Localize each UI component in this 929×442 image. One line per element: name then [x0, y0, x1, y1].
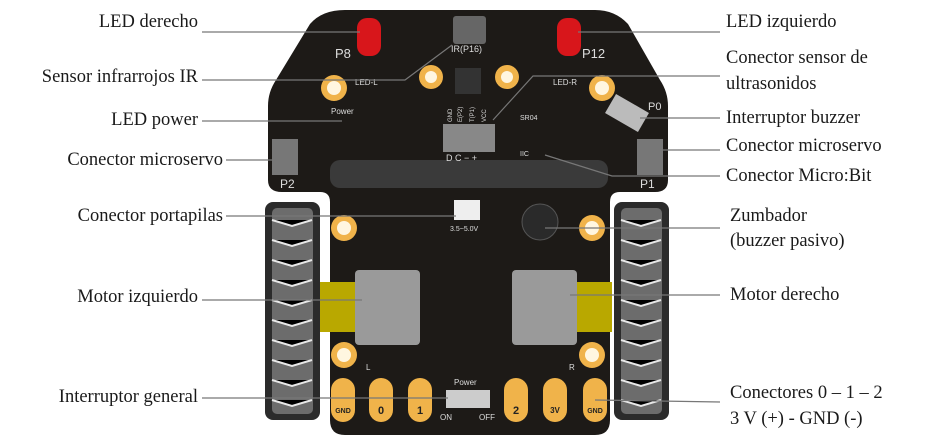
battery-connector — [454, 200, 480, 220]
silk-sr-t: T(P1) — [470, 107, 476, 122]
silk-p0: P0 — [648, 101, 661, 113]
silk-sr-e: E(P2) — [458, 107, 464, 122]
leader-lines — [202, 31, 721, 403]
label-sensor-ir: Sensor infrarrojos IR — [41, 67, 198, 87]
sr04-header — [443, 124, 495, 152]
silk-power: Power — [331, 107, 354, 116]
wheel-right — [614, 202, 669, 420]
microbit-slot — [330, 160, 608, 188]
silk-l: L — [366, 363, 371, 372]
silk-led-l: LED-L — [355, 78, 378, 87]
motor-left — [355, 270, 420, 345]
label-microservo-right: Conector microservo — [726, 136, 882, 156]
pad-2: 2 — [513, 405, 519, 417]
buzzer — [521, 203, 559, 241]
label-motor-derecho: Motor derecho — [730, 285, 840, 305]
silk-led-r: LED-R — [553, 78, 577, 87]
silk-sr04: SR04 — [520, 115, 538, 122]
pad-gnd-right: GND — [587, 408, 603, 415]
pad-0: 0 — [378, 405, 384, 417]
silk-r: R — [569, 363, 575, 372]
silk-power-switch: Power — [454, 378, 477, 387]
servo-header-right — [637, 139, 663, 175]
pad-3v: 3V — [550, 406, 560, 415]
label-led-power: LED power — [111, 110, 198, 130]
label-conectores: Conectores 0 – 1 – 2 — [730, 383, 883, 403]
silk-iic-pins: D C − + — [446, 153, 477, 163]
label-ultrasonidos-1: Conector sensor de — [726, 48, 868, 68]
label-interruptor-buzzer: Interruptor buzzer — [726, 108, 861, 128]
buzzer-switch — [605, 93, 649, 133]
silk-p2: P2 — [280, 177, 295, 191]
label-ultrasonidos-2: ultrasonidos — [726, 74, 817, 94]
wheel-left — [265, 202, 320, 420]
label-microservo-left: Conector microservo — [67, 150, 223, 170]
silk-on: ON — [440, 413, 452, 422]
silk-p8: P8 — [335, 46, 351, 61]
label-microbit: Conector Micro:Bit — [726, 166, 872, 186]
silk-ir: IR(P16) — [451, 44, 482, 54]
silk-p1: P1 — [640, 177, 655, 191]
label-zumbador: Zumbador — [730, 206, 808, 226]
label-led-derecho: LED derecho — [98, 12, 198, 32]
label-motor-izquierdo: Motor izquierdo — [77, 287, 198, 307]
silk-voltage: 3.5~5.0V — [450, 226, 479, 233]
silk-off: OFF — [479, 413, 495, 422]
led-left-red — [357, 18, 381, 56]
pad-gnd-left: GND — [335, 408, 351, 415]
ir-receiver — [453, 16, 486, 44]
label-interruptor-general: Interruptor general — [58, 387, 198, 407]
label-3v-gnd: 3 V (+) - GND (-) — [730, 409, 863, 429]
label-portapilas: Conector portapilas — [77, 206, 223, 226]
led-right-red — [557, 18, 581, 56]
silk-iic: IIC — [520, 151, 529, 158]
label-led-izquierdo: LED izquierdo — [726, 12, 837, 32]
silk-p12: P12 — [582, 46, 605, 61]
power-switch — [446, 390, 490, 408]
label-buzzer-pasivo: (buzzer pasivo) — [730, 231, 845, 251]
silk-sr-vcc: VCC — [482, 109, 488, 122]
motor-right — [512, 270, 577, 345]
servo-header-left — [272, 139, 298, 175]
silk-sr-gnd: GND — [448, 108, 454, 122]
pad-1: 1 — [417, 405, 423, 417]
